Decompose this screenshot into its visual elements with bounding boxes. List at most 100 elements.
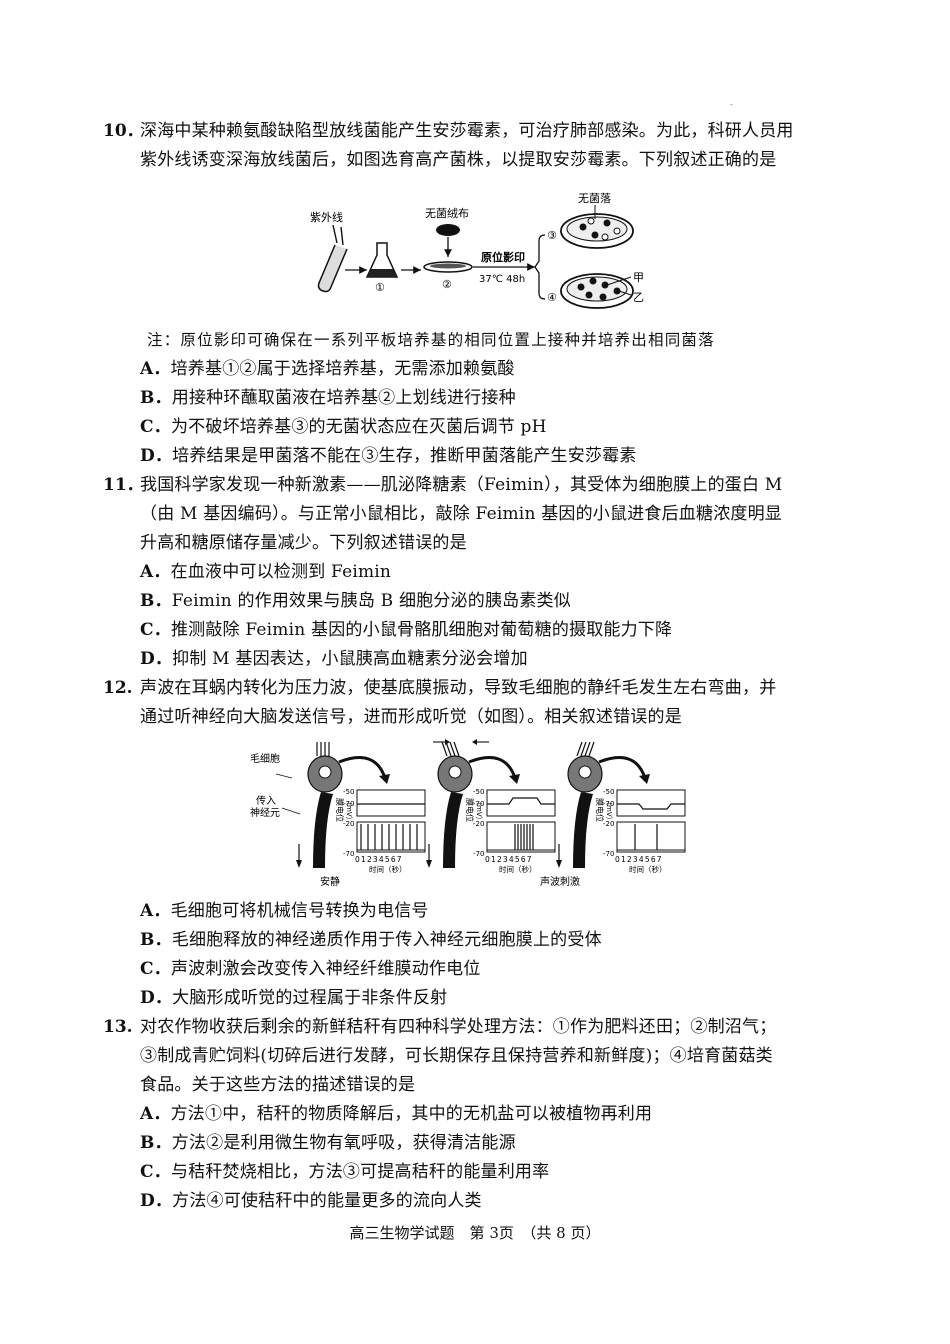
label-3: ③	[547, 229, 557, 242]
pointer-line	[618, 290, 632, 296]
replica-label: 原位影印	[481, 250, 525, 264]
tick-label: -50	[603, 788, 614, 796]
option-a: A．方法①中，秸秆的物质降解后，其中的无机盐可以被植物再利用	[140, 1104, 653, 1124]
question-stem: 我国科学家发现一种新激素——肌泌降糖素（Feimin），其受体为细胞膜上的蛋白 …	[140, 475, 783, 495]
option-c: C．为不破坏培养基③的无菌状态应在灭菌后调节 pH	[140, 417, 547, 437]
receptor-potential-graph	[616, 789, 686, 817]
jia-label: 甲	[633, 271, 644, 284]
option-d: D．培养结果是甲菌落不能在③生存，推断甲菌落能产生安莎霉素	[140, 446, 637, 466]
tick-label: -70	[473, 850, 484, 858]
y-axis-unit: （mV）	[345, 798, 353, 824]
plate-4-icon	[560, 273, 634, 309]
tick-label: -70	[603, 850, 614, 858]
stereocilia	[576, 741, 583, 757]
option-a: A．在血液中可以检测到 Feimin	[140, 562, 392, 582]
y-axis-unit: （mV）	[605, 798, 613, 824]
bracket	[534, 234, 546, 300]
x-axis-label: 时间（秒）	[369, 864, 407, 874]
question-number: 10．	[103, 121, 144, 141]
curved-arrow-icon	[598, 756, 647, 779]
flask-icon	[365, 242, 399, 278]
option-b: B．Feimin 的作用效果与胰岛 B 细胞分泌的胰岛素类似	[140, 591, 571, 611]
nucleus	[318, 765, 332, 779]
option-b: B．方法②是利用微生物有氧呼吸，获得清洁能源	[140, 1133, 516, 1153]
question-stem: 升高和糖原储存量减少。下列叙述错误的是	[140, 533, 467, 553]
y-axis-label: 膜电位	[595, 798, 605, 822]
arrow-head	[426, 860, 432, 868]
plate-3-icon	[560, 213, 634, 249]
membrane-potential-trace	[617, 803, 685, 810]
label-4: ④	[547, 291, 557, 304]
pointer-line	[606, 276, 632, 286]
condition-label: 37℃ 48h	[479, 274, 525, 285]
pointer-line	[281, 807, 301, 815]
tick-label: -20	[603, 820, 614, 828]
velvet-label: 无菌绒布	[425, 207, 469, 220]
option-a: A．毛细胞可将机械信号转换为电信号	[140, 901, 429, 921]
afferent-label: 传入	[256, 795, 276, 807]
question-stem: ③制成青贮饲料(切碎后进行发酵，可长期保存且保持营养和新鲜度)；④培育菌菇类	[140, 1046, 773, 1066]
arrow-head	[379, 774, 390, 784]
option-b: B．毛细胞释放的神经递质作用于传入神经元细胞膜上的受体	[140, 930, 602, 950]
action-potential-graph	[356, 821, 426, 853]
question-stem: 食品。关于这些方法的描述错误的是	[140, 1075, 416, 1095]
yi-label: 乙	[633, 291, 644, 304]
hair-cell-label: 毛细胞	[250, 752, 280, 765]
nucleus	[578, 765, 592, 779]
plate-2-icon	[423, 261, 473, 273]
caption-sound: 声波刺激	[540, 875, 580, 888]
stereocilia	[588, 741, 595, 757]
tick-label: -70	[343, 800, 354, 808]
question-stem: 声波在耳蜗内转化为压力波，使基底膜振动，导致毛细胞的静纤毛发生左右弯曲，并	[140, 678, 777, 698]
receptor-potential-graph	[356, 789, 426, 817]
x-axis-label: 时间（秒）	[629, 864, 667, 874]
x-tick-labels: 01234567	[485, 855, 533, 864]
question-number: 11．	[103, 475, 144, 495]
question-stem: 紫外线诱变深海放线菌后，如图选育高产菌株，以提取安莎霉素。下列叙述正确的是	[140, 150, 777, 170]
stereocilia	[584, 741, 591, 757]
tick-label: -70	[603, 800, 614, 808]
stereocilia	[449, 741, 456, 757]
option-b: B．用接种环蘸取菌液在培养基②上划线进行接种	[140, 388, 516, 408]
option-d: D．抑制 M 基因表达，小鼠胰高血糖素分泌会增加	[140, 649, 528, 669]
arrow-head	[472, 739, 477, 745]
velvet-stamp-icon	[436, 224, 460, 236]
action-potential-graph	[616, 821, 686, 853]
tick-label: -20	[473, 820, 484, 828]
label-2: ②	[442, 278, 452, 291]
stereocilia	[445, 741, 452, 757]
hair-cell-figure: 毛细胞 传入 神经元 安静 声波刺激 膜电位（mV）-50-70-20-7001…	[250, 739, 686, 888]
arrow-head	[509, 774, 520, 784]
x-tick-labels: 01234567	[355, 855, 403, 864]
option-a: A．培养基①②属于选择培养基，无需添加赖氨酸	[140, 359, 515, 379]
question-number: 13.	[103, 1017, 133, 1037]
no-colony-label: 无菌落	[578, 192, 611, 205]
option-d: D．大脑形成听觉的过程属于非条件反射	[140, 988, 448, 1008]
pointer-line	[275, 773, 293, 779]
option-d: D．方法④可使秸秆中的能量更多的流向人类	[140, 1191, 482, 1211]
arrow-head	[639, 774, 650, 784]
y-axis-unit: （mV）	[475, 798, 483, 824]
question-stem: 对农作物收获后剩余的新鲜秸秆有四种科学处理方法：①作为肥料还田；②制沼气；	[140, 1017, 777, 1037]
page-mark: -	[730, 100, 733, 109]
tick-label: -20	[343, 820, 354, 828]
uv-label: 紫外线	[310, 210, 343, 224]
nucleus	[448, 765, 462, 779]
option-c: C．推测敲除 Feimin 基因的小鼠骨骼肌细胞对葡萄糖的摄取能力下降	[140, 620, 673, 640]
stereocilia	[441, 741, 448, 757]
figure-note: 注：原位影印可确保在一系列平板培养基的相同位置上接种并培养出相同菌落	[147, 331, 715, 349]
arrow-head	[296, 860, 302, 868]
y-axis-label: 膜电位	[465, 798, 475, 822]
x-axis-label: 时间（秒）	[499, 864, 537, 874]
question-stem: 通过听神经向大脑发送信号，进而形成听觉（如图）。相关叙述错误的是	[140, 707, 682, 727]
tick-label: -50	[473, 788, 484, 796]
test-tube-icon	[317, 224, 348, 293]
curved-arrow-icon	[468, 756, 517, 779]
question-stem: （由 M 基因编码）。与正常小鼠相比，敲除 Feimin 基因的小鼠进食后血糖浓…	[140, 504, 782, 524]
nerve-fiber	[313, 792, 333, 868]
tick-label: -70	[473, 800, 484, 808]
